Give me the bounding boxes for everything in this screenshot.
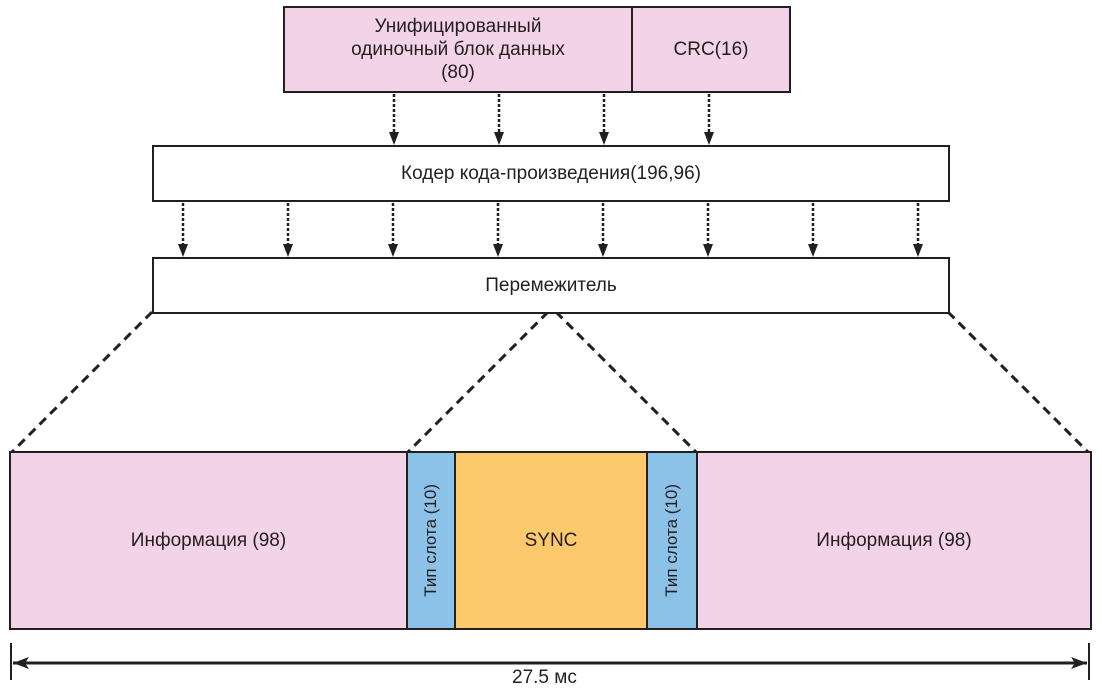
unified-data-block: Унифицированный одиночный блок данных (8… bbox=[283, 6, 633, 93]
middle-arrows bbox=[178, 203, 923, 257]
info-right-block: Информация (98) bbox=[696, 451, 1092, 630]
arrow-down-icon bbox=[599, 132, 609, 145]
crc-block-label: CRC(16) bbox=[673, 39, 749, 60]
arrow-down-icon bbox=[704, 132, 714, 145]
duration-label: 27.5 мс bbox=[512, 667, 577, 688]
interleaver-label: Перемежитель bbox=[485, 275, 617, 296]
encoder-label: Кодер кода-произведения(196,96) bbox=[401, 163, 701, 184]
expansion-line-right-outer bbox=[946, 310, 1090, 454]
arrow-down-icon bbox=[493, 244, 503, 257]
slot-type-left-label: Тип слота (10) bbox=[421, 484, 440, 597]
arrow-down-icon bbox=[703, 244, 713, 257]
arrow-down-icon bbox=[598, 244, 608, 257]
expansion-lines bbox=[10, 310, 1090, 454]
info-left-block: Информация (98) bbox=[9, 451, 408, 630]
arrow-down-icon bbox=[494, 132, 504, 145]
arrow-down-icon bbox=[178, 244, 188, 257]
slot-type-left-block: Тип слота (10) bbox=[406, 451, 456, 630]
arrow-down-icon bbox=[388, 244, 398, 257]
arrow-down-icon bbox=[913, 244, 923, 257]
top-arrows bbox=[389, 94, 714, 145]
arrow-down-icon bbox=[389, 132, 399, 145]
arrow-down-icon bbox=[808, 244, 818, 257]
arrow-down-icon bbox=[283, 244, 293, 257]
info-right-label: Информация (98) bbox=[816, 530, 972, 551]
slot-type-right-block: Тип слота (10) bbox=[646, 451, 698, 630]
unified-data-block-label: Унифицированный одиночный блок данных (8… bbox=[351, 16, 565, 83]
sync-block: SYNC bbox=[454, 451, 648, 630]
expansion-line-left-outer bbox=[10, 310, 154, 454]
info-left-label: Информация (98) bbox=[130, 530, 287, 551]
expansion-line-right-inner bbox=[554, 310, 698, 454]
product-code-encoder-block: Кодер кода-произведения(196,96) bbox=[152, 145, 950, 202]
sync-label: SYNC bbox=[524, 530, 578, 551]
expansion-line-left-inner bbox=[406, 310, 550, 454]
duration-dimension bbox=[10, 643, 1090, 680]
crc-block: CRC(16) bbox=[631, 6, 791, 93]
slot-type-right-label: Тип слота (10) bbox=[662, 484, 681, 597]
interleaver-block: Перемежитель bbox=[152, 257, 950, 314]
